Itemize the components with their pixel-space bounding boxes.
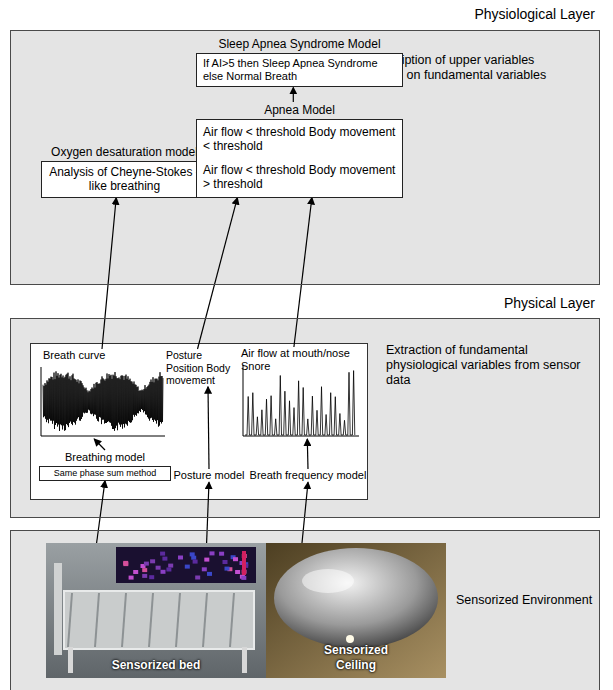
pressure-cell bbox=[195, 576, 200, 580]
pressure-cell bbox=[123, 562, 128, 566]
pressure-cell bbox=[166, 568, 171, 572]
pressure-cell bbox=[219, 552, 224, 556]
pressure-cell bbox=[225, 567, 230, 571]
box-body: Analysis of Cheyne-Stokes -like breathin… bbox=[48, 165, 201, 194]
chart: Air flow at mouth/nose Snore bbox=[239, 347, 361, 439]
pressure-cell bbox=[149, 575, 154, 579]
pressure-cell bbox=[210, 551, 215, 555]
pressure-cell bbox=[129, 576, 134, 580]
pressure-cell bbox=[223, 560, 228, 564]
pressure-cell bbox=[160, 552, 165, 556]
model-box: Apnea ModelAir flow < threshold Body mov… bbox=[196, 119, 403, 198]
model-box: Breathing modelSame phase sum method bbox=[39, 466, 171, 481]
chart-curve bbox=[43, 371, 163, 431]
bed-slat bbox=[68, 593, 72, 647]
connector-arrow bbox=[208, 387, 209, 469]
pressure-cell bbox=[185, 565, 190, 569]
pressure-map bbox=[116, 547, 256, 583]
sensor-light bbox=[346, 635, 354, 643]
model-box: Sleep Apnea Syndrome ModelIf AI>5 then S… bbox=[196, 53, 403, 87]
bed-slat bbox=[230, 593, 234, 647]
photo-caption: Sensorized Ceiling bbox=[311, 643, 401, 672]
pressure-cell bbox=[242, 551, 246, 575]
bed-headboard bbox=[54, 563, 62, 655]
chart: Breath curve bbox=[37, 349, 167, 439]
bed-slat bbox=[149, 593, 153, 647]
layer-description: Sensorized Environment bbox=[456, 593, 596, 608]
model-text: Posture model bbox=[169, 469, 249, 482]
pressure-cell bbox=[168, 564, 173, 568]
bed-leg bbox=[68, 647, 73, 673]
box-heading: Sleep Apnea Syndrome Model bbox=[167, 37, 432, 51]
pressure-cell bbox=[133, 570, 138, 574]
pressure-cell bbox=[156, 566, 161, 570]
pressure-cell bbox=[241, 576, 246, 580]
box-body: Same phase sum method bbox=[43, 468, 167, 479]
layer-description: Extraction of fundamental physiological … bbox=[386, 343, 591, 388]
model-label: Posture model bbox=[169, 469, 249, 482]
chart-label: Air flow at mouth/nose Snore bbox=[239, 347, 361, 373]
line-chart bbox=[239, 363, 361, 439]
pressure-cell bbox=[150, 559, 155, 563]
connector-arrow bbox=[293, 87, 294, 102]
connector-arrow bbox=[207, 482, 209, 543]
connector-arrow bbox=[198, 198, 238, 349]
pressure-cell bbox=[161, 570, 166, 574]
layer-band: Physiological LayerDescription of upper … bbox=[10, 30, 600, 285]
condition-text: Air flow < threshold Body movement < thr… bbox=[203, 125, 396, 154]
condition-text: Air flow < threshold Body movement > thr… bbox=[203, 163, 396, 192]
bed-slat bbox=[203, 593, 207, 647]
bed-slat bbox=[176, 593, 180, 647]
pressure-cell bbox=[144, 562, 149, 566]
bed-slat bbox=[122, 593, 126, 647]
model-text: Breath frequency model bbox=[247, 469, 369, 482]
pressure-cell bbox=[202, 567, 207, 571]
pressure-cell bbox=[204, 558, 209, 562]
connector-arrow bbox=[302, 482, 308, 543]
model-label: Breath frequency model bbox=[247, 469, 369, 482]
pressure-cell bbox=[142, 574, 147, 578]
ceiling-dome bbox=[274, 548, 438, 648]
box-heading: Apnea Model bbox=[167, 103, 432, 117]
chart-axis bbox=[41, 367, 165, 436]
pressure-cell bbox=[233, 557, 238, 561]
pressure-cell bbox=[190, 552, 195, 556]
box-heading: Breathing model bbox=[20, 451, 190, 464]
chart-axis bbox=[243, 365, 359, 436]
pressure-cell bbox=[142, 568, 147, 572]
layer-title: Physiological Layer bbox=[474, 6, 595, 23]
bed-leg bbox=[242, 647, 247, 673]
bed-slat bbox=[95, 593, 99, 647]
variable-text: Posture Position Body movement bbox=[166, 349, 236, 387]
model-box: Oxygen desaturation modelAnalysis of Che… bbox=[41, 161, 208, 198]
pressure-cell bbox=[178, 556, 183, 560]
layer-band: Physical LayerExtraction of fundamental … bbox=[10, 318, 600, 518]
connector-arrow bbox=[307, 439, 309, 469]
dome-reflection bbox=[302, 569, 354, 593]
variable-list: Posture Position Body movement bbox=[166, 349, 236, 387]
connector-arrow bbox=[94, 439, 105, 450]
connector-arrow bbox=[294, 198, 312, 347]
pressure-cell bbox=[162, 557, 167, 561]
bed-mattress bbox=[64, 591, 254, 649]
line-chart bbox=[37, 365, 167, 439]
chart-label: Breath curve bbox=[37, 349, 167, 362]
pressure-cell bbox=[193, 560, 198, 564]
pressure-cell bbox=[235, 570, 240, 574]
chart-curve bbox=[245, 371, 355, 435]
photo: Sensorized bed bbox=[46, 543, 266, 678]
photo-ground bbox=[266, 543, 446, 678]
rule-text: If AI>5 then Sleep Apnea Syndrome else N… bbox=[203, 57, 396, 83]
connector-arrow bbox=[97, 481, 105, 543]
photo-caption: Sensorized bed bbox=[46, 658, 266, 672]
connector-arrow bbox=[102, 198, 116, 349]
photo: Sensorized Ceiling bbox=[266, 543, 446, 678]
layer-band: Sensorized EnvironmentSensorized bed Sens… bbox=[10, 530, 600, 690]
layer-title: Physical Layer bbox=[504, 295, 595, 312]
pressure-cell bbox=[207, 572, 212, 576]
photo-ground bbox=[46, 543, 266, 678]
